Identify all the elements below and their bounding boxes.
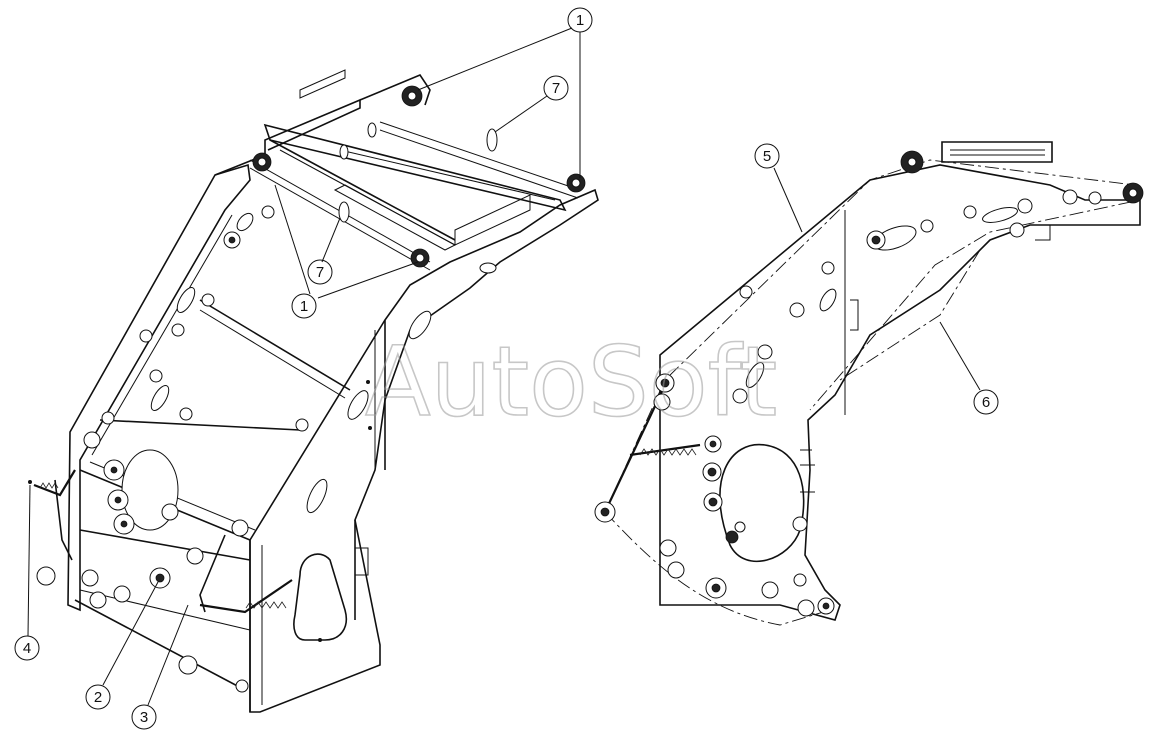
watermark: AutoSoft: [365, 326, 777, 438]
left-chamber-frame: [28, 69, 599, 713]
sprocket-group-left: [252, 85, 586, 268]
right-side-plate: [594, 141, 1144, 626]
callout-1-middle: 1: [291, 293, 317, 319]
callout-label: 2: [94, 689, 102, 706]
callout-1-top: 1: [567, 7, 593, 33]
callout-leaders: [27, 27, 981, 706]
callout-2: 2: [85, 684, 111, 710]
callout-label: 5: [763, 148, 771, 165]
callout-4: 4: [14, 635, 40, 661]
roller-group-left: [36, 205, 309, 693]
callout-label: 7: [552, 80, 560, 97]
callout-3: 3: [131, 704, 157, 730]
callout-6: 6: [973, 389, 999, 415]
callout-label: 6: [982, 394, 990, 411]
callout-5: 5: [754, 143, 780, 169]
callout-7-top: 7: [543, 75, 569, 101]
callout-7-middle: 7: [307, 259, 333, 285]
callout-label: 3: [140, 709, 148, 726]
callout-label: 4: [23, 640, 31, 657]
callout-label: 1: [300, 298, 308, 315]
callout-label: 7: [316, 264, 324, 281]
guide-disc-group: [338, 122, 498, 223]
callout-label: 1: [576, 12, 584, 29]
